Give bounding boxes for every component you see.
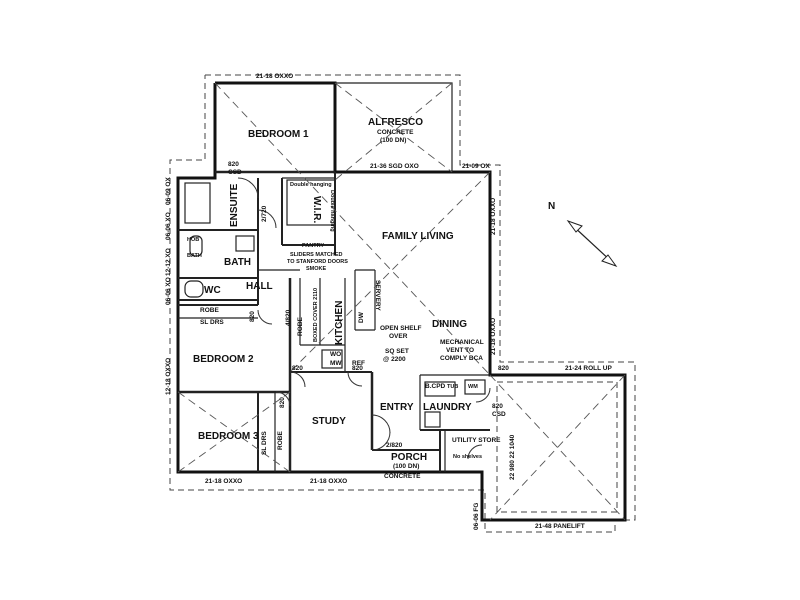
door-2-820-porch: 2/820 [386,442,403,449]
wo-label: WO [330,351,342,358]
room-label-family-living: FAMILY LIVING [382,231,454,242]
window-bottom-middle: 21-18 OXXO [310,478,348,485]
door-label-csd: CSD [228,169,242,176]
wm-label: WM [468,384,478,390]
ref-label: REF [352,360,365,367]
room-label-bedroom3: BEDROOM 3 [198,431,259,442]
window-left-c: 12-12 XO [165,248,172,276]
sliders-note-1: SLIDERS MATCHED [290,252,343,258]
room-label-alfresco: ALFRESCO [368,117,423,128]
mech-vent-2: VENT TO [446,347,475,354]
mech-vent-1: MECHANICAL [440,339,484,346]
room-label-laundry: LAUNDRY [423,402,472,413]
bcpd-label: B.CPD [425,383,446,390]
sq-set-2: @ 2200 [383,356,406,363]
door-820-garage: 820 [498,365,509,372]
room-label-entry: ENTRY [380,402,414,413]
open-shelf-2: OVER [389,333,408,340]
internal-walls [178,170,490,472]
room-label-servery: SERVERY [374,280,381,311]
door-820-laundry: 820 [492,403,503,410]
robe-bedroom2: ROBE [200,307,219,314]
window-right-1: 21-18 OXXO [490,197,497,235]
mw-label: MW [330,360,342,367]
north-label: N [548,201,556,212]
pantry-label: PANTRY [302,243,324,249]
room-label-wc: WC [204,285,221,296]
room-label-kitchen: KITCHEN [334,300,345,345]
wir-double-hanging-top: Double hanging [290,182,332,188]
room-label-robe-hall: ROBE [297,317,304,336]
room-label-bedroom1: BEDROOM 1 [248,129,309,140]
room-label-hall: HALL [246,281,273,292]
concrete-bottom: CONCRETE [384,473,421,480]
door-820-bed3: 820 [279,397,286,408]
open-shelf-1: OPEN SHELF [380,325,422,332]
window-label-alfresco: 21-36 SGD OXO [370,163,419,170]
alfresco-note-concrete: CONCRETE [377,129,414,136]
door-820-hall: 820 [249,311,256,322]
garage-dims: 22 980 22 1040 [509,434,516,480]
wir-double-hanging-side: Double hanging [329,190,335,232]
garage-roller-door: 21-24 ROLL UP [565,365,612,372]
fixtures [184,182,486,428]
alfresco-note-dn: (100 DN) [380,137,407,144]
window-left-d: 06-06 XO [165,277,172,305]
door-720-label: 2/720 [261,205,268,222]
mech-vent-3: COMPLY BCA [440,355,483,362]
room-label-utility-store: UTILITY STORE [452,437,501,444]
roof-hip-lines [177,82,491,473]
room-label-ensuite: ENSUITE [229,183,240,227]
north-arrow-icon [566,219,618,268]
garage-lines [489,374,626,521]
window-label-bedroom1-right: 21-09 OX [462,163,490,170]
sliders-note-2: TO STANFORD DOORS [287,259,348,265]
door-swings [237,177,491,460]
tub-label: TUB [447,384,459,390]
window-left-a: 06-09 OX [165,177,172,205]
door-820-entry: 820 [352,365,363,372]
bath-fixture-label: BATH [187,253,202,259]
room-label-wir: W.I.R. [311,196,322,224]
room-label-porch: PORCH [391,452,428,463]
window-garage: 06-06 FG [473,502,480,530]
room-label-dining: DINING [432,319,467,330]
door-label-820: 820 [228,161,239,168]
window-right-2: 21-18 OXXO [490,317,497,355]
window-left-e: 12-18 OXXO [165,357,172,395]
smoke-label: SMOKE [306,266,327,272]
garage-panelift: 21-48 PANELIFT [535,523,585,530]
robe-820-label: 4/820 [285,309,292,326]
porch-note: (100 DN) [393,463,420,470]
room-label-bedroom2: BEDROOM 2 [193,354,254,365]
door-820-study: 820 [292,365,303,372]
sl-drs-bedroom3: SL DRS [261,431,268,455]
room-label-study: STUDY [312,416,346,427]
room-label-bath: BATH [224,257,252,268]
utility-note: No shelves [453,454,483,460]
hob-label: HOB [187,237,200,243]
window-bottom-left: 21-18 OXXO [205,478,243,485]
robe-bedroom3: ROBE [277,431,284,450]
boxed-cover-label: BOXED COVER 2110 [313,287,319,342]
dw-label: DW [358,312,365,323]
door-csd-laundry: CSD [492,411,506,418]
sl-drs-bedroom2: SL DRS [200,319,224,326]
window-label-top: 21-18 OXXO [256,73,294,80]
window-left-b: 06-06 XO [165,212,172,240]
sq-set-1: SQ SET [385,348,409,355]
